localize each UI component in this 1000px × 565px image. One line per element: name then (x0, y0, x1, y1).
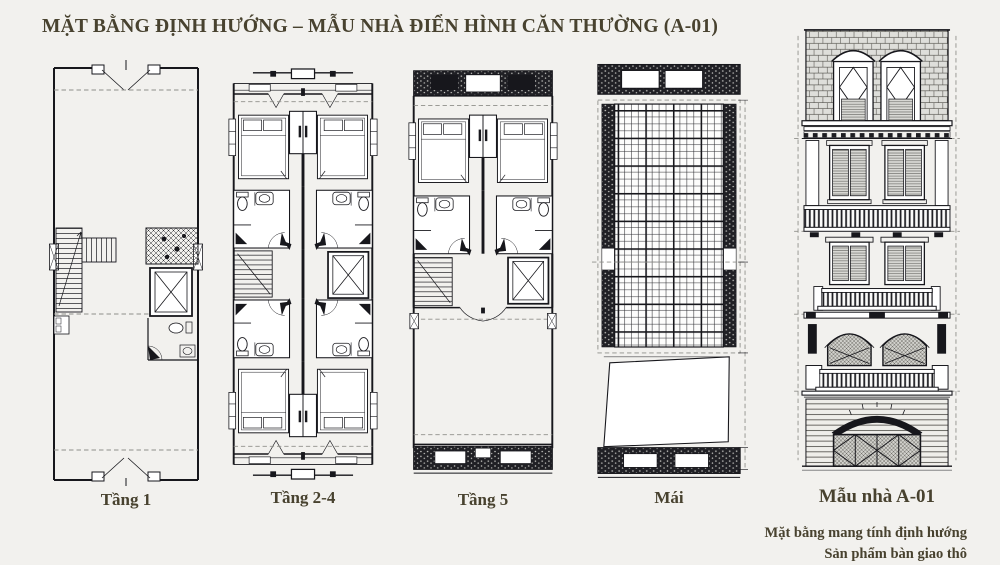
caption-tang-1: Tầng 1 (100, 490, 152, 509)
sloped-roof-plane (603, 356, 730, 448)
roof-grid (614, 103, 724, 348)
panel-tang-5 (406, 58, 560, 486)
caption-tang-2-4: Tầng 2-4 (270, 488, 336, 507)
footnote-line-2: Sản phẩm bàn giao thô (824, 546, 967, 562)
footnote-line-1: Mặt bằng mang tính định hướng (764, 525, 967, 541)
floor-plan-tang-5-drawing (406, 70, 560, 474)
floor2-arched-window (824, 333, 875, 367)
elevator-shaft (507, 256, 550, 305)
elevator-shaft (327, 250, 370, 299)
floor2-arched-window (879, 333, 930, 367)
floor4-window (826, 140, 873, 205)
balcony-railing (805, 365, 949, 392)
planter-hatch (145, 227, 199, 265)
panel-mai (590, 54, 748, 480)
floor3-window (825, 236, 874, 286)
lower-unit (229, 298, 377, 479)
floor3-window (880, 236, 929, 286)
floor-plan-tang-2-4-drawing (226, 62, 380, 486)
floor-plan-tang-1-drawing (49, 60, 203, 486)
panel-tang-1 (40, 58, 212, 488)
mansard-roof (803, 29, 951, 122)
stairs (233, 250, 273, 298)
dormer-window (878, 49, 923, 122)
rear-parapet-band (597, 447, 741, 474)
floor4-window (881, 140, 928, 205)
stairs (55, 227, 117, 313)
caption-tang-5: Tầng 5 (457, 490, 509, 509)
page-title: MẶT BẰNG ĐỊNH HƯỚNG – MẪU NHÀ ĐIỂN HÌNH … (42, 16, 719, 37)
bedrooms (409, 115, 557, 190)
caption-mai: Mái (654, 488, 684, 507)
caption-mau-nha-a-01: Mẫu nhà A-01 (818, 486, 936, 507)
roof-plan-drawing (591, 63, 748, 478)
panel-mau-nha-a-01 (794, 26, 960, 480)
cornice (801, 120, 953, 140)
balcony-railing (813, 286, 941, 311)
bathroom (147, 318, 198, 361)
elevator-shaft (149, 267, 193, 317)
dormer-window (831, 49, 876, 122)
front-elevation-drawing (794, 29, 960, 471)
garage-door (832, 433, 922, 467)
footnote: Mặt bằng mang tính định hướng Sản phẩm b… (765, 523, 967, 565)
upper-unit (229, 69, 377, 250)
panel-tang-2-4 (226, 62, 380, 486)
stairs (413, 257, 453, 307)
balcony-railing (803, 205, 951, 238)
entrance-canopy (831, 402, 923, 437)
